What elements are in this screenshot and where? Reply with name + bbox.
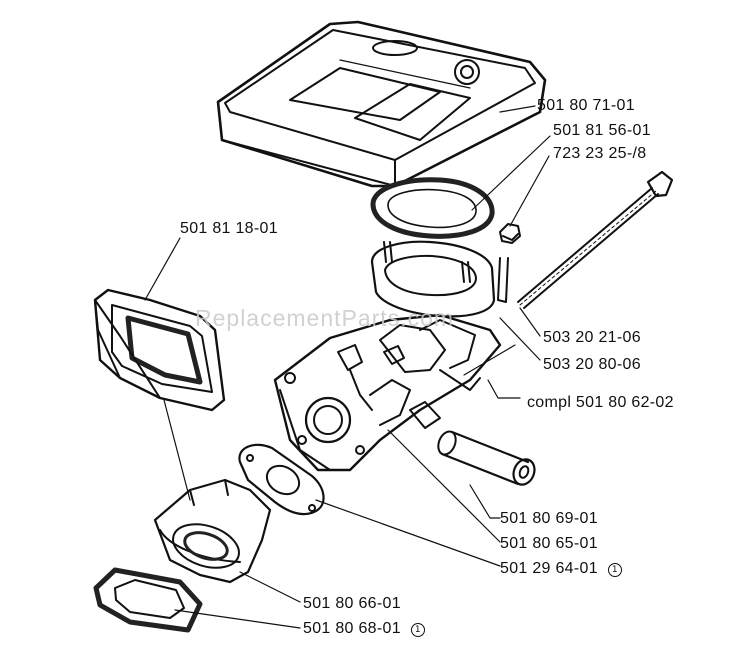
part-label-501-80-71-01: 501 80 71-01 [537,97,635,114]
adapter-gasket [93,567,203,633]
fuel-hose [437,430,536,486]
part-label-723-23-25-8: 723 23 25-/8 [553,145,647,162]
nut [499,223,521,244]
long-bolt [517,170,674,309]
part-label-501-80-68-01: 501 80 68-01 1 [303,620,425,638]
filter-gasket [370,177,495,239]
part-label-503-20-21-06: 503 20 21-06 [543,329,641,346]
air-filter-cover [216,20,547,188]
carburetor [273,313,502,472]
watermark: ReplacementParts.com [195,305,455,331]
kit-symbol-icon: 1 [607,563,622,577]
part-label-501-81-18-01: 501 81 18-01 [180,220,278,237]
part-label-501-80-66-01: 501 80 66-01 [303,595,401,612]
part-label-compl-501-80-62-02: compl 501 80 62-02 [527,394,674,411]
filter-housing [93,288,226,412]
part-label-501-81-56-01: 501 81 56-01 [553,122,651,139]
leader-lines [144,105,551,629]
carburetor-flange [370,240,509,318]
part-number: 501 29 64-01 [500,560,598,577]
part-label-501-80-69-01: 501 80 69-01 [500,510,598,527]
part-number: 501 80 68-01 [303,620,401,637]
intake-adapter [153,478,272,584]
kit-symbol-icon: 1 [410,623,425,637]
inlet-gasket [238,443,325,516]
part-label-501-29-64-01: 501 29 64-01 1 [500,560,622,578]
part-label-501-80-65-01: 501 80 65-01 [500,535,598,552]
part-label-503-20-80-06: 503 20 80-06 [543,356,641,373]
